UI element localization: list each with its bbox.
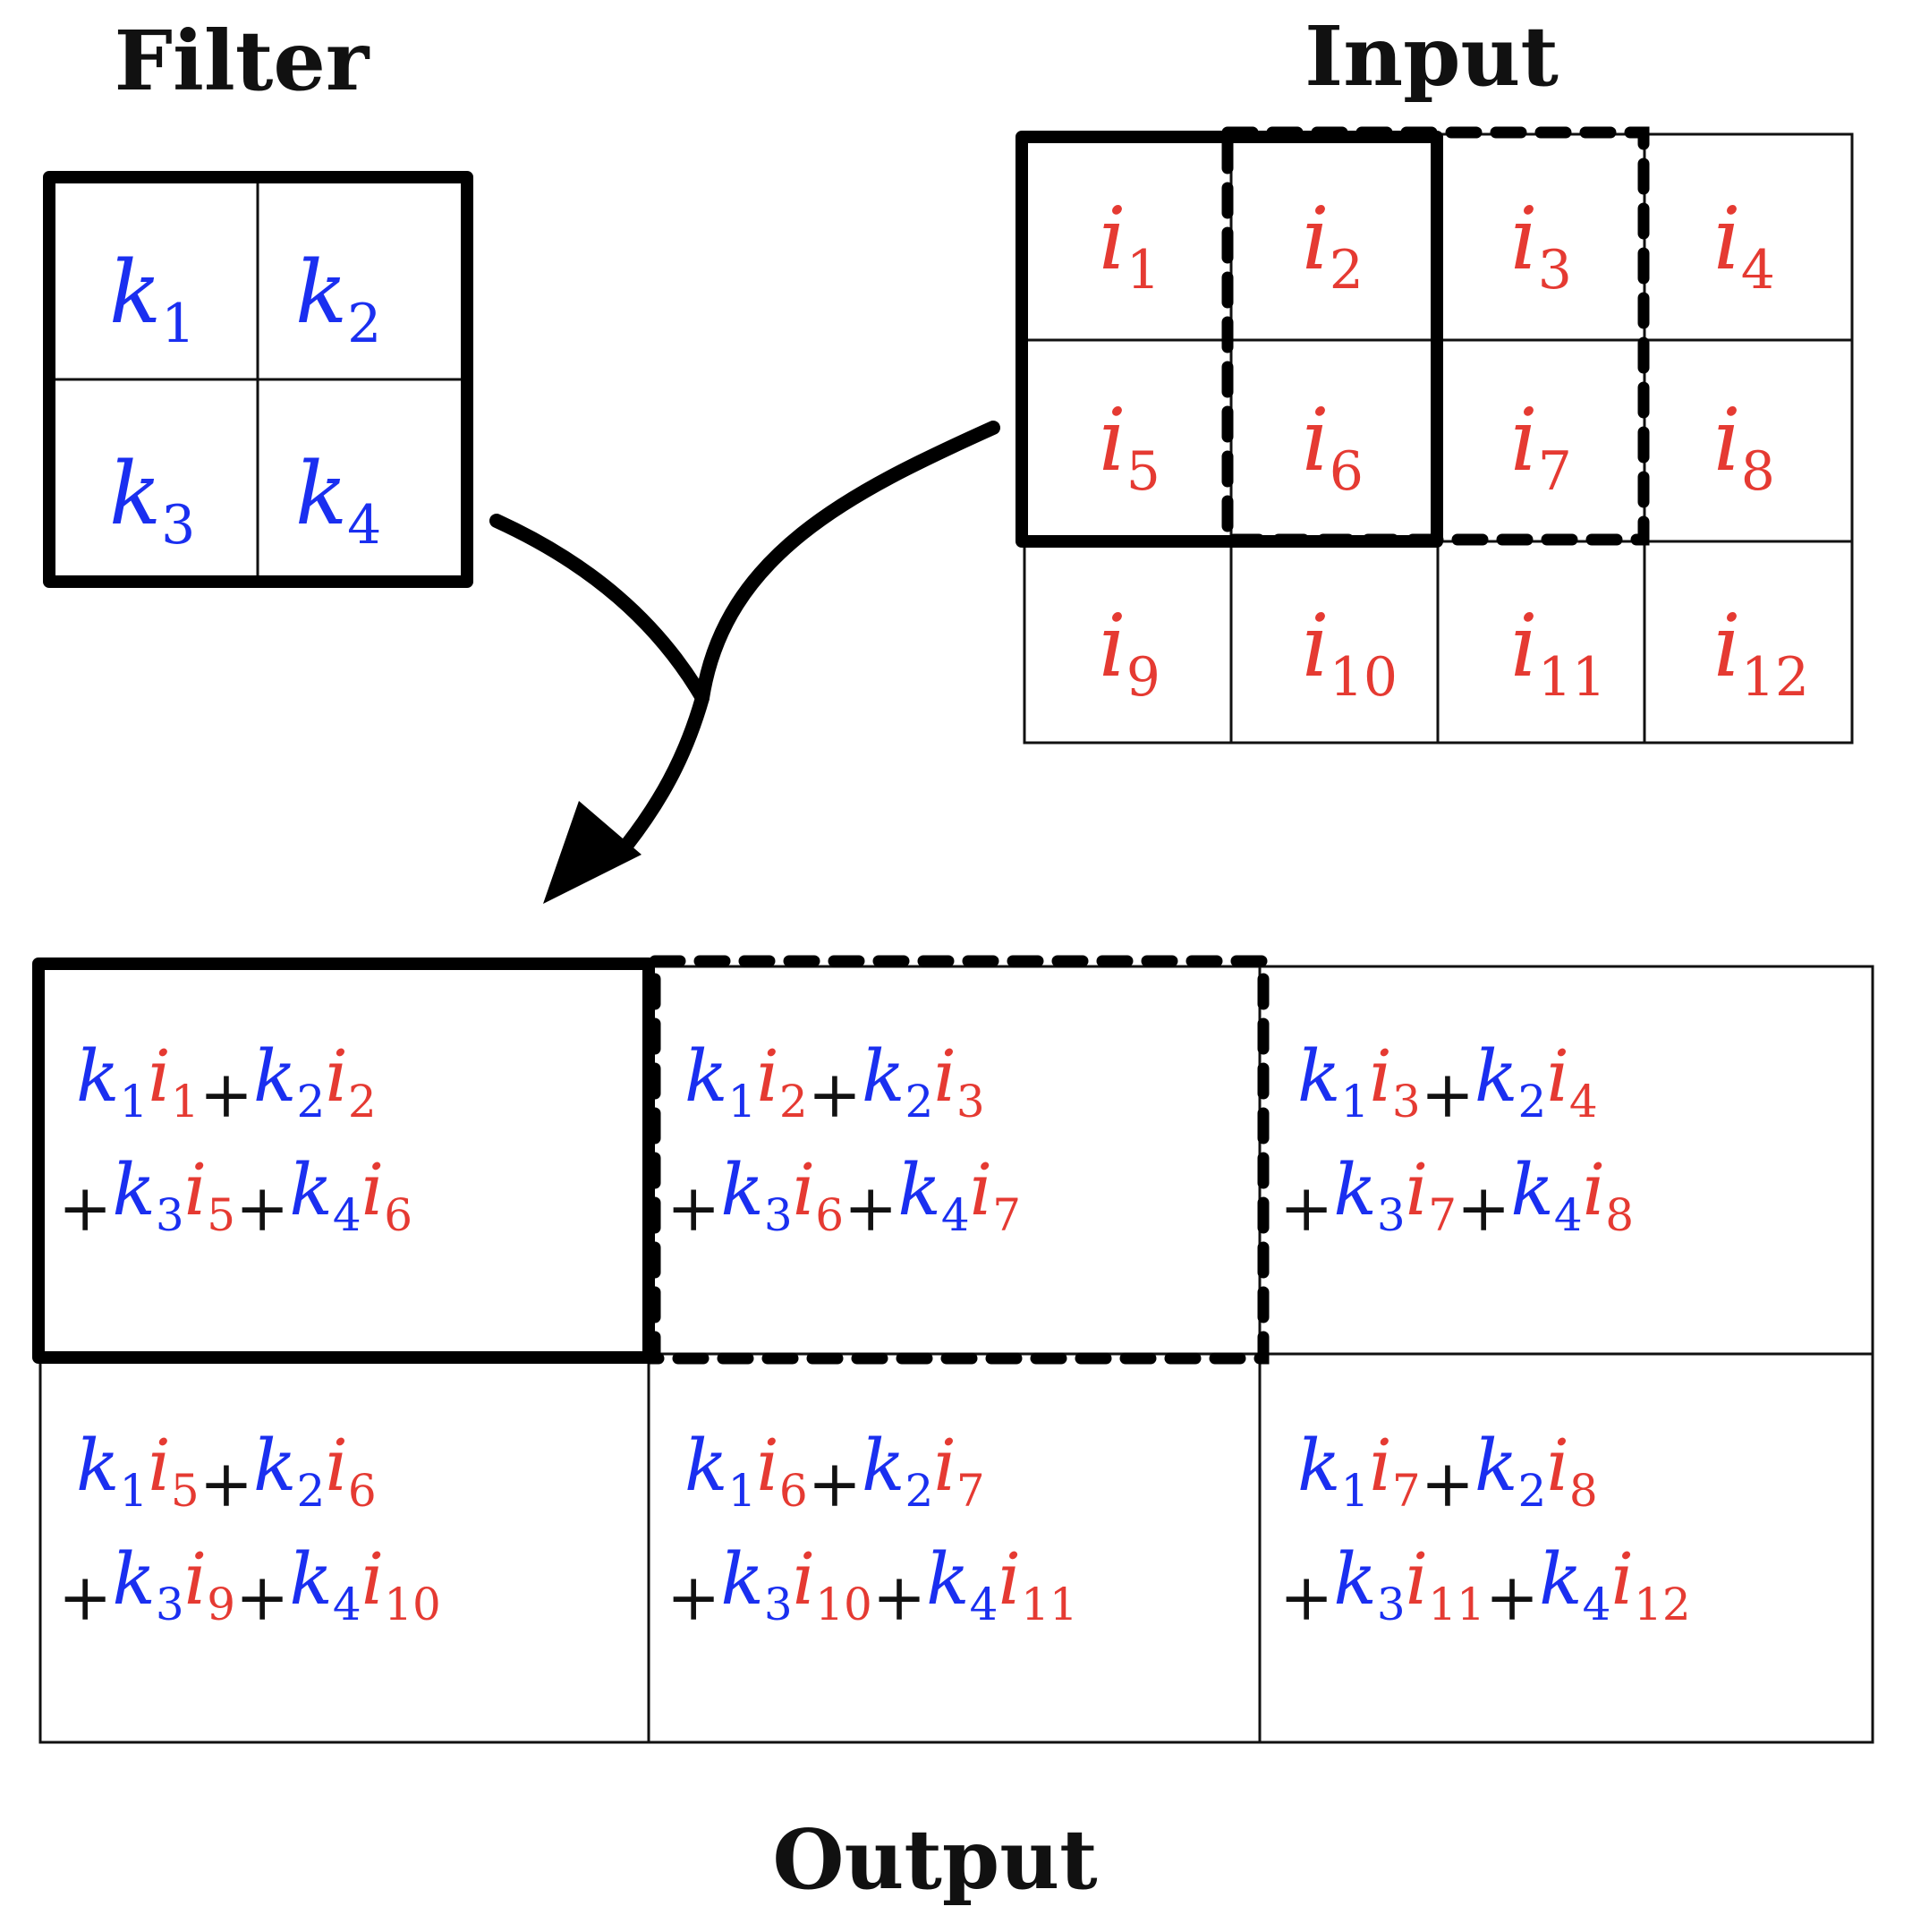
output-grid: k1i1+k2i2+k3i5+k4i6k1i2+k2i3+k3i6+k4i7k1… <box>32 955 1874 1744</box>
input-cell-i11: i11 <box>1510 596 1606 709</box>
output-expr-line1: k1i1+k2i2 <box>76 1034 377 1132</box>
output-expr-line2: +k3i11+k4i12 <box>1279 1537 1691 1635</box>
input-window-next <box>1221 126 1650 546</box>
output-expr-line1: k1i6+k2i7 <box>684 1424 985 1521</box>
input-cell-i9: i9 <box>1099 596 1160 709</box>
output-cell-2: k1i2+k2i3 +k3i6+k4i7 <box>667 1034 1021 1246</box>
output-expr-line2: +k3i10+k4i11 <box>667 1537 1078 1635</box>
input-cell-i7: i7 <box>1510 390 1572 503</box>
output-cell-5: k1i6+k2i7 +k3i10+k4i11 <box>667 1424 1078 1635</box>
input-cell-i12: i12 <box>1713 596 1809 709</box>
output-cell-3: k1i3+k2i4 +k3i7+k4i8 <box>1279 1034 1634 1246</box>
filter-cell-k3: k3 <box>109 444 195 557</box>
filter-title: Filter <box>115 13 370 109</box>
output-expr-line1: k1i5+k2i6 <box>76 1424 377 1521</box>
input-cell-i2: i2 <box>1302 189 1364 302</box>
output-window-current <box>32 957 655 1364</box>
filter-cell-k1: k1 <box>109 243 195 355</box>
filter-cell-k2: k2 <box>295 243 381 355</box>
output-cell-6: k1i7+k2i8 +k3i11+k4i12 <box>1279 1424 1691 1635</box>
filter-grid: k1 k2 k3 k4 <box>43 171 473 588</box>
input-cell-i4: i4 <box>1713 189 1775 302</box>
output-expr-line1: k1i2+k2i3 <box>684 1034 985 1132</box>
input-cell-i1: i1 <box>1099 189 1160 302</box>
input-arrow <box>619 421 1000 853</box>
output-expr-line2: +k3i5+k4i6 <box>58 1148 412 1246</box>
filter-cell-k4: k4 <box>295 444 381 557</box>
output-title: Output <box>772 1811 1098 1908</box>
arrows <box>489 421 1000 904</box>
filter-arrow <box>489 514 710 705</box>
input-cell-i8: i8 <box>1713 390 1775 503</box>
output-expr-line1: k1i7+k2i8 <box>1297 1424 1598 1521</box>
output-expr-line2: +k3i6+k4i7 <box>667 1148 1021 1246</box>
output-cell-4: k1i5+k2i6 +k3i9+k4i10 <box>58 1424 441 1635</box>
output-window-next <box>649 955 1270 1365</box>
input-cell-i10: i10 <box>1302 596 1398 709</box>
input-cell-i5: i5 <box>1099 390 1160 503</box>
input-cell-i6: i6 <box>1302 390 1364 503</box>
output-expr-line2: +k3i7+k4i8 <box>1279 1148 1634 1246</box>
input-title: Input <box>1304 8 1559 105</box>
output-cell-1: k1i1+k2i2 +k3i5+k4i6 <box>58 1034 412 1246</box>
arrow-head <box>543 801 642 904</box>
output-expr-line2: +k3i9+k4i10 <box>58 1537 441 1635</box>
input-cell-i3: i3 <box>1510 189 1572 302</box>
input-grid: i1 i2 i3 i4 i5 i6 i7 i8 i9 i10 i11 i12 <box>1015 126 1854 745</box>
output-expr-line1: k1i3+k2i4 <box>1297 1034 1598 1132</box>
